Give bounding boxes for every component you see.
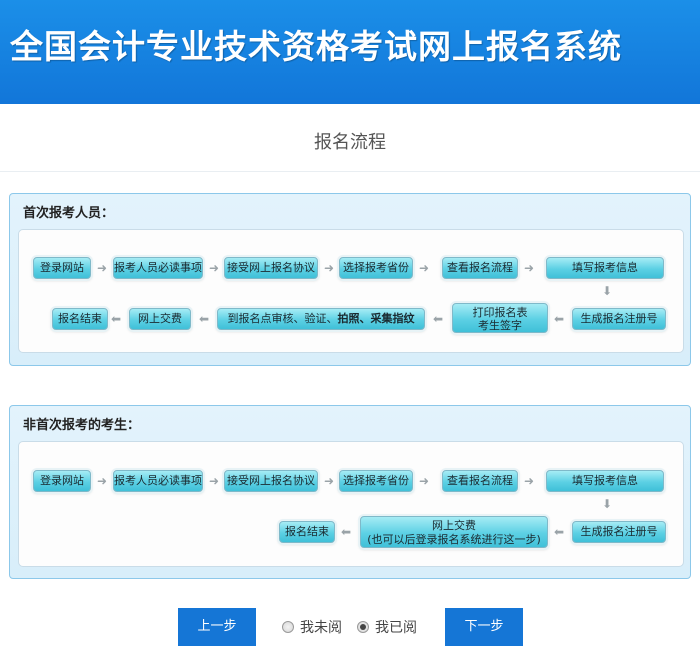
right-arrow-icon: ➜ bbox=[209, 474, 220, 488]
radio-unread[interactable]: 我未阅 bbox=[282, 617, 342, 637]
right-arrow-icon: ➜ bbox=[97, 474, 108, 488]
right-arrow-icon: ➜ bbox=[524, 261, 535, 275]
onsite-review-bold: 拍照、采集指纹 bbox=[337, 312, 415, 325]
prev-button[interactable]: 上一步 bbox=[178, 608, 256, 646]
radio-read-indicator[interactable] bbox=[357, 621, 369, 633]
right-arrow-icon: ➜ bbox=[324, 474, 335, 488]
app-title: 全国会计专业技术资格考试网上报名系统 bbox=[10, 27, 622, 66]
step-registration-end: 报名结束 bbox=[279, 521, 335, 543]
left-arrow-icon: ⬅ bbox=[433, 312, 444, 326]
step-onsite-review: 到报名点审核、验证、拍照、采集指纹 bbox=[217, 308, 425, 330]
step-select-province: 选择报考省份 bbox=[339, 470, 413, 492]
step-login: 登录网站 bbox=[33, 470, 91, 492]
print-form-line1: 打印报名表 bbox=[472, 306, 528, 319]
step-registration-end: 报名结束 bbox=[52, 308, 108, 330]
header-banner: 全国会计专业技术资格考试网上报名系统 bbox=[0, 0, 700, 104]
step-print-form: 打印报名表 考生签字 bbox=[452, 303, 548, 333]
right-arrow-icon: ➜ bbox=[324, 261, 335, 275]
first-time-label: 首次报考人员： bbox=[23, 206, 115, 221]
step-accept-agreement: 接受网上报名协议 bbox=[224, 257, 318, 279]
step-accept-agreement: 接受网上报名协议 bbox=[224, 470, 318, 492]
step-view-process: 查看报名流程 bbox=[442, 257, 518, 279]
step-read-notice: 报考人员必读事项 bbox=[113, 470, 203, 492]
radio-unread-indicator[interactable] bbox=[282, 621, 294, 633]
step-read-notice: 报考人员必读事项 bbox=[113, 257, 203, 279]
right-arrow-icon: ➜ bbox=[209, 261, 220, 275]
divider bbox=[0, 171, 700, 172]
left-arrow-icon: ⬅ bbox=[554, 312, 565, 326]
right-arrow-icon: ➜ bbox=[524, 474, 535, 488]
returning-label: 非首次报考的考生： bbox=[23, 418, 141, 433]
step-login: 登录网站 bbox=[33, 257, 91, 279]
radio-read[interactable]: 我已阅 bbox=[357, 617, 417, 637]
left-arrow-icon: ⬅ bbox=[341, 525, 352, 539]
down-arrow-icon: ⬇ bbox=[602, 497, 613, 511]
step-online-payment: 网上交费 (也可以后登录报名系统进行这一步) bbox=[360, 516, 548, 548]
step-fill-info: 填写报考信息 bbox=[546, 470, 664, 492]
print-form-line2: 考生签字 bbox=[478, 319, 522, 332]
right-arrow-icon: ➜ bbox=[419, 474, 430, 488]
first-time-flowchart: 登录网站 ➜ 报考人员必读事项 ➜ 接受网上报名协议 ➜ 选择报考省份 ➜ 查看… bbox=[18, 229, 684, 353]
returning-flowchart: 登录网站 ➜ 报考人员必读事项 ➜ 接受网上报名协议 ➜ 选择报考省份 ➜ 查看… bbox=[18, 441, 684, 567]
page-title: 报名流程 bbox=[314, 132, 386, 153]
first-time-panel: 首次报考人员： 登录网站 ➜ 报考人员必读事项 ➜ 接受网上报名协议 ➜ 选择报… bbox=[9, 193, 691, 366]
onsite-review-text: 到报名点审核、验证、 bbox=[227, 312, 338, 325]
left-arrow-icon: ⬅ bbox=[111, 312, 122, 326]
next-button[interactable]: 下一步 bbox=[445, 608, 523, 646]
down-arrow-icon: ⬇ bbox=[602, 284, 613, 298]
radio-unread-label: 我未阅 bbox=[300, 620, 342, 636]
step-generate-register-no: 生成报名注册号 bbox=[572, 521, 666, 543]
step-online-payment: 网上交费 bbox=[129, 308, 191, 330]
step-fill-info: 填写报考信息 bbox=[546, 257, 664, 279]
radio-read-label: 我已阅 bbox=[375, 620, 417, 636]
step-view-process: 查看报名流程 bbox=[442, 470, 518, 492]
payment-line2: (也可以后登录报名系统进行这一步) bbox=[367, 533, 541, 546]
right-arrow-icon: ➜ bbox=[97, 261, 108, 275]
left-arrow-icon: ⬅ bbox=[554, 525, 565, 539]
left-arrow-icon: ⬅ bbox=[199, 312, 210, 326]
payment-line1: 网上交费 bbox=[432, 519, 476, 532]
step-select-province: 选择报考省份 bbox=[339, 257, 413, 279]
returning-panel: 非首次报考的考生： 登录网站 ➜ 报考人员必读事项 ➜ 接受网上报名协议 ➜ 选… bbox=[9, 405, 691, 579]
step-generate-register-no: 生成报名注册号 bbox=[572, 308, 666, 330]
right-arrow-icon: ➜ bbox=[419, 261, 430, 275]
